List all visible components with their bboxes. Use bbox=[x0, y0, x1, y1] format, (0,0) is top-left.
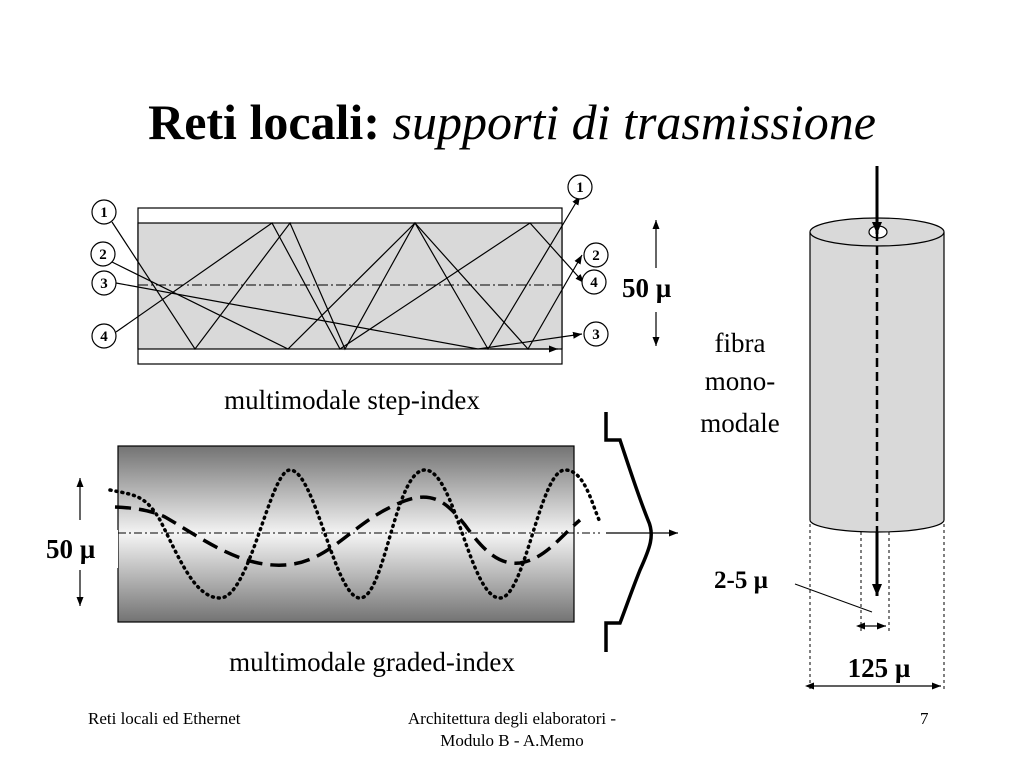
single-mode-fiber: 2-5 µ 125 µ fibra mono- modale bbox=[700, 166, 945, 690]
ray-label-circle bbox=[90, 241, 116, 267]
footer-module: Architettura degli elaboratori - Modulo … bbox=[362, 708, 662, 752]
ray-2 bbox=[111, 222, 583, 351]
ray-label-circle bbox=[581, 269, 607, 295]
ray-label-circle bbox=[583, 321, 609, 347]
ray-label: 1 bbox=[576, 180, 584, 196]
slide-number: 7 bbox=[920, 709, 929, 728]
step-index-caption: multimodale step-index bbox=[224, 385, 480, 415]
single-mode-label-line: modale bbox=[700, 408, 779, 438]
core-dimension-leader bbox=[794, 583, 873, 613]
cladding-dimension-label: 125 µ bbox=[848, 653, 911, 683]
light-rays bbox=[111, 195, 585, 353]
title-subtitle: supporti di trasmissione bbox=[392, 94, 876, 150]
ray-4 bbox=[115, 222, 585, 350]
index-profile-curve bbox=[604, 412, 653, 652]
slide-title: Reti locali: supporti di trasmissione bbox=[0, 92, 1024, 152]
ray-label-circle bbox=[91, 270, 117, 296]
ray-label-circle bbox=[583, 242, 609, 268]
ray-label: 3 bbox=[592, 327, 600, 343]
ray-label: 4 bbox=[590, 275, 598, 291]
ray-label: 1 bbox=[100, 205, 108, 221]
single-mode-label: fibra mono- modale bbox=[700, 328, 779, 438]
ray-label-circle bbox=[567, 174, 593, 200]
ray-3 bbox=[115, 282, 583, 350]
step-index-fiber: 1 2 3 4 1 2 4 3 50 µ multimodale step-in… bbox=[90, 174, 672, 415]
ray-1 bbox=[111, 195, 581, 351]
single-mode-label-line: fibra bbox=[715, 328, 766, 358]
footer-course: Reti locali ed Ethernet bbox=[88, 709, 241, 728]
ray-label: 4 bbox=[100, 329, 108, 345]
ray-label: 3 bbox=[100, 276, 108, 292]
title-main: Reti locali: bbox=[148, 94, 380, 150]
graded-index-fiber: 50 µ multimodale graded-index bbox=[44, 412, 678, 677]
graded-mode-dashed bbox=[114, 495, 582, 567]
projection-lines bbox=[809, 524, 945, 690]
graded-index-caption: multimodale graded-index bbox=[229, 647, 515, 677]
ray-label: 2 bbox=[99, 247, 107, 263]
ray-label: 2 bbox=[592, 248, 600, 264]
core-dimension-label: 2-5 µ bbox=[714, 567, 768, 594]
footer-module-line: Modulo B - A.Memo bbox=[440, 731, 584, 750]
step-index-core bbox=[137, 222, 563, 350]
step-index-dimension-label: 50 µ bbox=[622, 273, 672, 303]
ray-label-circle bbox=[91, 323, 117, 349]
ray-label-circle bbox=[91, 199, 117, 225]
graded-index-dimension-label: 50 µ bbox=[46, 534, 96, 564]
footer-module-line: Architettura degli elaboratori - bbox=[407, 709, 617, 728]
graded-mode-dotted bbox=[108, 468, 602, 600]
single-mode-label-line: mono- bbox=[705, 366, 776, 396]
ray-labels: 1 2 3 4 1 2 4 3 bbox=[90, 174, 609, 349]
